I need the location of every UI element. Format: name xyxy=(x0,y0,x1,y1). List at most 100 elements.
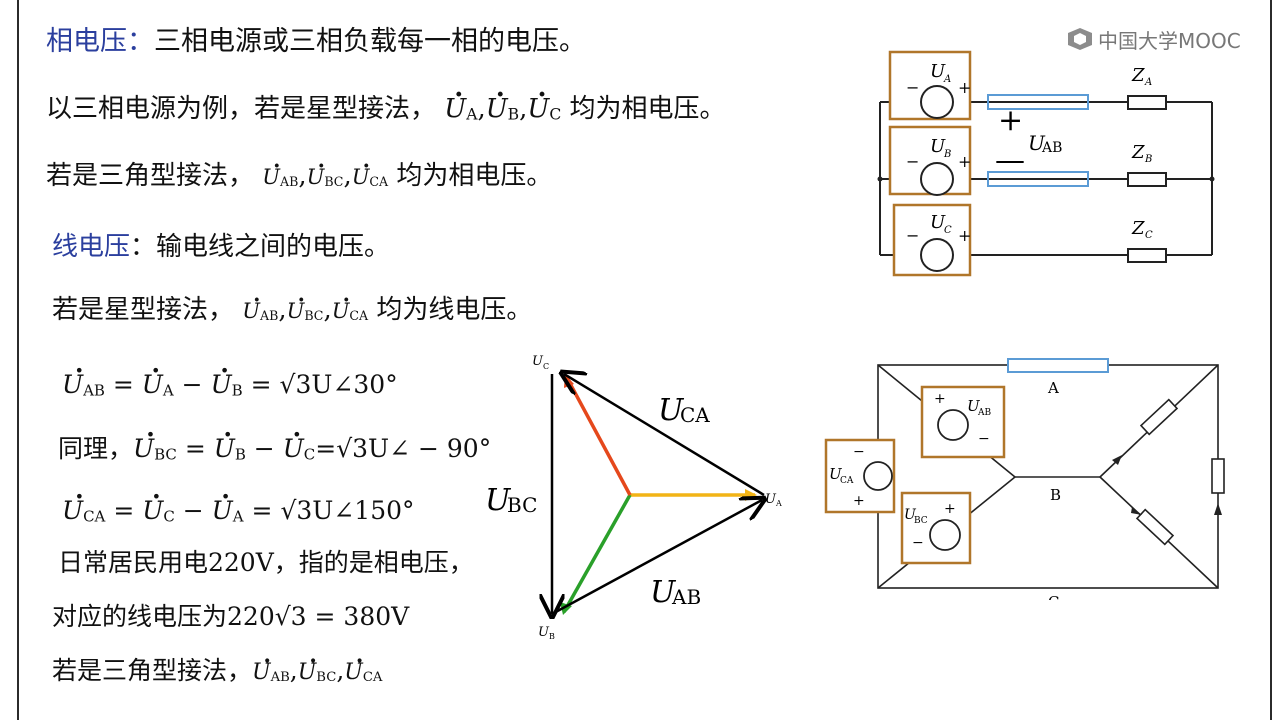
line-star-text: 若是星型接法， xyxy=(52,295,235,325)
svg-text:−: − xyxy=(906,226,919,245)
star-source-c: − + UC xyxy=(892,203,971,277)
star-line-b-highlight xyxy=(987,171,1089,187)
note-delta: 若是三角型接法，UAB,UBC,UCA xyxy=(52,650,382,684)
mooc-logo: 中国大学MOOC xyxy=(1066,24,1241,54)
star-uab-label: U xyxy=(1028,131,1046,155)
svg-text:−: − xyxy=(978,431,990,447)
svg-text:A: A xyxy=(1144,77,1152,88)
load-za xyxy=(1127,95,1167,110)
svg-text:U: U xyxy=(904,507,917,523)
phasor-ub-arrow xyxy=(562,494,632,613)
svg-text:U: U xyxy=(930,136,946,157)
load-zc xyxy=(1127,248,1167,263)
svg-text:−: − xyxy=(912,535,924,551)
delta-load-2 xyxy=(1135,508,1175,546)
label-uc: U xyxy=(532,354,544,369)
star-circuit-diagram: −+ UA −+ UB −+ UC + — U AB Z A Z B Z C xyxy=(877,50,1215,277)
note-220v: 日常居民用电220V，指的是相电压， xyxy=(58,548,474,577)
delta-source-uca: − + UCA xyxy=(824,438,896,514)
za-label: Z xyxy=(1131,65,1145,86)
delta-label-c: C xyxy=(1048,593,1059,600)
svg-text:CA: CA xyxy=(840,476,854,486)
svg-text:CA: CA xyxy=(680,403,710,427)
svg-text:U: U xyxy=(930,61,946,82)
left-frame-line xyxy=(17,0,19,720)
phasor-uca-line xyxy=(564,374,765,497)
u-b: UB xyxy=(486,82,519,123)
svg-text:+: + xyxy=(958,152,971,171)
svg-text:C: C xyxy=(944,225,952,236)
delta-line-a-highlight xyxy=(1007,358,1109,373)
delta-source-uab: + − UAB xyxy=(920,385,1006,459)
zc-label: Z xyxy=(1131,218,1145,239)
phasor-uc-arrow xyxy=(564,375,632,496)
svg-text:−: − xyxy=(906,78,919,97)
svg-text:+: + xyxy=(853,493,865,509)
phasor-diagram: U C U A U B U CA U BC U AB xyxy=(485,354,782,641)
svg-text:B: B xyxy=(549,632,555,641)
phasor-uab-line xyxy=(551,500,762,616)
delta-label-a: A xyxy=(1047,379,1059,397)
svg-text:−: − xyxy=(853,444,865,460)
formula-ubc: 同理，UBC = UB − UC=√3U∠ − 90° xyxy=(58,422,491,462)
phase-colon: ： xyxy=(127,26,154,57)
svg-text:BC: BC xyxy=(507,493,537,517)
label-uab: U xyxy=(650,575,677,610)
phase-voltage-example-delta: 若是三角型接法， UAB,UBC,UCA 均为相电压。 xyxy=(46,155,553,191)
svg-text:C: C xyxy=(1145,230,1153,241)
svg-text:AB: AB xyxy=(977,408,991,418)
svg-text:U: U xyxy=(930,212,946,233)
zb-label: Z xyxy=(1131,142,1145,163)
phase-star-text: 以三相电源为例，若是星型接法， xyxy=(46,94,437,124)
mooc-logo-text: 中国大学MOOC xyxy=(1098,28,1241,53)
formula-uca: UCA = UC − UA = √3U∠150° xyxy=(62,484,415,524)
phase-voltage-heading: 相电压：三相电源或三相负载每一相的电压。 xyxy=(46,28,586,55)
svg-text:U: U xyxy=(967,397,981,415)
label-uca: U xyxy=(658,393,685,428)
line-voltage-heading: 线电压：输电线之间的电压。 xyxy=(52,232,391,262)
uab-plus-sign: + xyxy=(998,103,1023,138)
svg-text:−: − xyxy=(906,152,919,171)
label-ub: U xyxy=(538,625,550,640)
u-a: UA xyxy=(444,82,477,123)
delta-source-ubc: + − UBC xyxy=(900,491,972,565)
svg-text:B: B xyxy=(943,149,951,160)
phase-voltage-example-star: 以三相电源为例，若是星型接法， UA,UB,UC 均为相电压。 xyxy=(46,82,726,124)
star-line-a-highlight xyxy=(987,94,1089,110)
line-star-post: 均为线电压。 xyxy=(376,295,533,325)
note-380v: 对应的线电压为220√3 = 380V xyxy=(52,602,410,631)
delta-load-1 xyxy=(1139,398,1179,436)
uab-minus-sign: — xyxy=(995,143,1025,178)
svg-text:AB: AB xyxy=(1041,140,1062,156)
line-voltage-star: 若是星型接法， UAB,UBC,UCA 均为线电压。 xyxy=(52,289,533,325)
svg-text:AB: AB xyxy=(671,585,701,609)
svg-text:+: + xyxy=(934,391,946,407)
delta-label-b: B xyxy=(1050,486,1061,504)
formula-uab: UAB = UA − UB = √3U∠30° xyxy=(62,358,398,398)
line-voltage-definition: 输电线之间的电压。 xyxy=(156,232,391,262)
mooc-logo-icon xyxy=(1068,28,1092,50)
svg-text:U: U xyxy=(829,465,843,483)
phase-star-post: 均为相电压。 xyxy=(569,94,726,124)
star-source-b: − + UB xyxy=(888,125,971,196)
svg-text:A: A xyxy=(943,74,951,85)
svg-text:A: A xyxy=(775,499,782,508)
load-zb xyxy=(1127,172,1167,187)
phase-voltage-definition: 三相电源或三相负载每一相的电压。 xyxy=(154,26,586,57)
phase-voltage-title: 相电压 xyxy=(46,26,127,57)
delta-circuit-diagram: A B C +− UAB −+ UCA +− UBC xyxy=(824,358,1225,600)
svg-text:+: + xyxy=(958,226,971,245)
svg-text:+: + xyxy=(944,501,956,517)
label-ubc: U xyxy=(485,483,512,518)
delta-load-3 xyxy=(1211,458,1225,494)
star-source-a: − + UA xyxy=(888,50,971,121)
svg-text:C: C xyxy=(543,362,549,371)
phase-delta-post: 均为相电压。 xyxy=(396,161,553,191)
right-frame-line xyxy=(1270,0,1272,720)
phase-delta-text: 若是三角型接法， xyxy=(46,161,255,191)
u-c: UC xyxy=(527,82,561,123)
svg-text:BC: BC xyxy=(914,516,928,526)
line-voltage-title: 线电压 xyxy=(52,232,131,262)
svg-text:+: + xyxy=(958,78,971,97)
label-ua: U xyxy=(765,492,777,507)
